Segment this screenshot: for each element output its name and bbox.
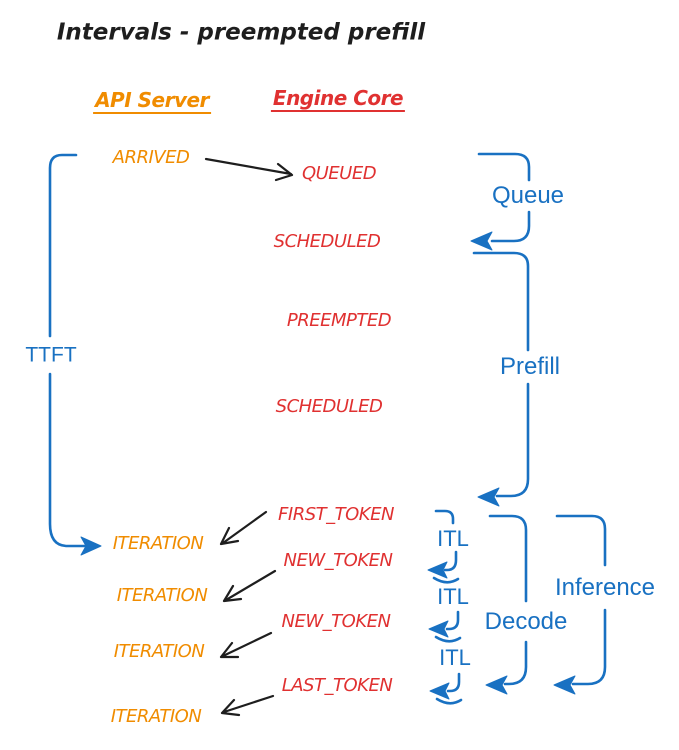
ttft-arrowhead <box>80 536 102 556</box>
event-scheduled-1: SCHEDULED <box>273 231 381 252</box>
inference-bracket-bottom <box>571 608 607 686</box>
interval-itl-3-label: ITL <box>439 645 471 670</box>
itl-1-arrowhead <box>427 561 448 579</box>
itl-2-hook <box>445 610 460 631</box>
queue-arrowhead <box>470 231 493 251</box>
prefill-bracket-bottom <box>495 382 530 498</box>
arrow-new-token-2-to-iteration-3 <box>219 631 273 659</box>
itl-2-tail <box>434 635 462 643</box>
itl-3-hook <box>446 672 461 693</box>
itl-3-arrowhead <box>429 682 450 700</box>
interval-itl-1-label: ITL <box>437 526 469 551</box>
decode-arrowhead <box>485 675 508 695</box>
prefill-arrowhead <box>477 487 500 507</box>
interval-queue-label: Queue <box>491 182 565 209</box>
interval-ttft-label: TTFT <box>25 343 77 367</box>
event-last-token: LAST_TOKEN <box>281 675 393 696</box>
itl-1-stub <box>434 509 455 525</box>
event-arrived: ARRIVED <box>112 147 190 168</box>
prefill-bracket-top <box>472 251 530 352</box>
event-new-token-1: NEW_TOKEN <box>283 550 393 571</box>
arrow-first-token-to-iteration-1 <box>219 510 268 546</box>
event-preempted: PREEMPTED <box>286 310 392 331</box>
event-iteration-4: ITERATION <box>110 706 202 727</box>
event-iteration-1: ITERATION <box>112 533 204 554</box>
itl-1-hook <box>443 550 458 572</box>
event-iteration-2: ITERATION <box>116 585 208 606</box>
interval-inference-label: Inference <box>554 574 656 601</box>
event-new-token-2: NEW_TOKEN <box>281 611 391 632</box>
event-iteration-3: ITERATION <box>113 641 205 662</box>
itl-1-tail <box>432 576 460 584</box>
inference-bracket-top <box>555 514 607 567</box>
diagram-title: Intervals - preempted prefill <box>56 19 426 46</box>
inference-arrowhead <box>553 675 576 695</box>
column-header-engine-core: Engine Core <box>270 86 406 112</box>
interval-prefill-label: Prefill <box>499 353 561 380</box>
ttft-bracket-bottom <box>48 372 88 548</box>
queue-bracket-bottom <box>490 210 531 243</box>
queue-bracket-top <box>477 152 531 182</box>
interval-decode-label: Decode <box>484 608 568 635</box>
event-scheduled-2: SCHEDULED <box>275 396 383 417</box>
ttft-bracket-top <box>48 153 78 338</box>
arrow-new-token-1-to-iteration-2 <box>222 569 277 603</box>
column-header-api-server: API Server <box>93 88 211 114</box>
arrow-arrived-to-queued <box>204 157 294 182</box>
decode-bracket-top <box>488 514 528 603</box>
decode-bracket-bottom <box>503 640 528 686</box>
itl-3-tail <box>435 697 463 705</box>
itl-2-arrowhead <box>428 620 449 638</box>
event-queued: QUEUED <box>301 163 377 184</box>
arrow-last-token-to-iteration-4 <box>220 694 275 717</box>
event-first-token: FIRST_TOKEN <box>278 504 394 525</box>
interval-itl-2-label: ITL <box>437 584 469 609</box>
